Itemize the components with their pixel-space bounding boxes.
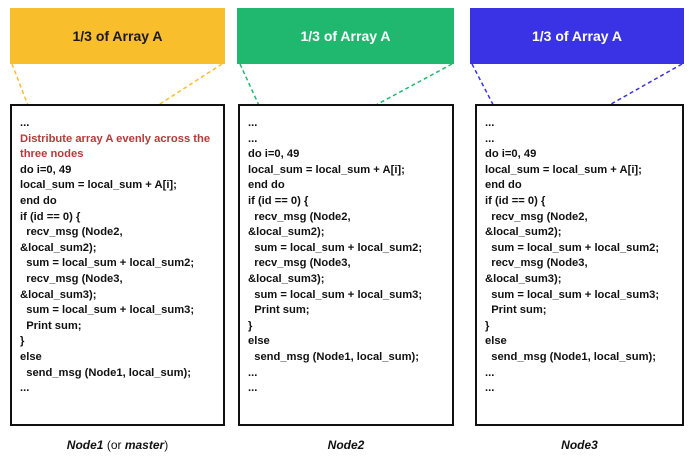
code-line: end do [20, 194, 57, 207]
code-line: Print sum; [20, 319, 82, 332]
code-line: recv_msg (Node3, [20, 272, 123, 285]
code-line: send_msg (Node1, local_sum); [248, 350, 419, 363]
code-line: if (id == 0) { [485, 194, 546, 207]
code-line: &local_sum2); [485, 226, 562, 239]
code-line: recv_msg (Node2, [20, 226, 123, 239]
code-line: Print sum; [485, 304, 547, 317]
code-line: &local_sum3); [20, 288, 97, 301]
caption-node2: Node2 [327, 438, 365, 452]
code-line: recv_msg (Node2, [485, 210, 588, 223]
array-slice-header-node2: 1/3 of Array A [237, 8, 454, 64]
code-line: ... [248, 366, 258, 379]
code-line: ... [485, 132, 495, 145]
code-line: ... [248, 382, 258, 395]
code-line: } [248, 319, 253, 332]
caption-node1-name: Node1 [66, 438, 104, 452]
code-line: } [485, 319, 490, 332]
array-slice-header-node1: 1/3 of Array A [10, 8, 225, 64]
code-line: end do [485, 179, 522, 192]
code-line: do i=0, 49 [485, 148, 537, 161]
code-line: end do [248, 179, 285, 192]
caption-node1-master: master [124, 438, 165, 452]
code-line: ... [248, 117, 258, 129]
code-panel-node2: ... ... do i=0, 49 local_sum = local_sum… [238, 104, 454, 426]
code-line: &local_sum3); [485, 272, 562, 285]
code-line: sum = local_sum + local_sum2; [248, 241, 423, 254]
code-line: &local_sum2); [248, 226, 325, 239]
code-line: sum = local_sum + local_sum3; [485, 288, 660, 301]
code-line: local_sum = local_sum + A[i]; [248, 163, 405, 176]
code-line: local_sum = local_sum + A[i]; [485, 163, 642, 176]
code-line: &local_sum3); [248, 272, 325, 285]
code-line: ... [485, 382, 495, 395]
code-line: ... [20, 382, 30, 395]
code-line: ... [20, 117, 30, 129]
code-line: if (id == 0) { [20, 210, 81, 223]
code-line: recv_msg (Node3, [248, 257, 351, 270]
code-line: sum = local_sum + local_sum2; [20, 257, 195, 270]
code-panel-node1: ... Distribute array A evenly across the… [10, 104, 225, 426]
code-line: sum = local_sum + local_sum2; [485, 241, 660, 254]
caption-node1: Node1 (or master) [10, 438, 225, 452]
code-line: recv_msg (Node2, [248, 210, 351, 223]
code-line: else [20, 350, 42, 363]
caption-node1-paren-open: (or [103, 438, 125, 452]
code-line: Print sum; [248, 304, 310, 317]
code-line: send_msg (Node1, local_sum); [485, 350, 656, 363]
code-line: &local_sum2); [20, 241, 97, 254]
code-line: ... [485, 117, 495, 129]
code-line: ... [248, 132, 258, 145]
distribute-note: Distribute array A evenly across the thr… [20, 132, 211, 161]
code-line: do i=0, 49 [20, 163, 72, 176]
code-line: sum = local_sum + local_sum3; [20, 304, 195, 317]
code-panel-node3: ... ... do i=0, 49 local_sum = local_sum… [475, 104, 684, 426]
caption-node3: Node3 [561, 438, 598, 452]
code-line: else [485, 335, 507, 348]
code-line: do i=0, 49 [248, 148, 300, 161]
code-line: send_msg (Node1, local_sum); [20, 366, 191, 379]
caption-node1-paren-close: ) [164, 438, 169, 452]
code-line: sum = local_sum + local_sum3; [248, 288, 423, 301]
array-slice-header-node3: 1/3 of Array A [470, 8, 684, 64]
code-line: local_sum = local_sum + A[i]; [20, 179, 177, 192]
code-line: } [20, 335, 25, 348]
code-line: if (id == 0) { [248, 194, 309, 207]
code-line: else [248, 335, 270, 348]
code-line: ... [485, 366, 495, 379]
code-line: recv_msg (Node3, [485, 257, 588, 270]
